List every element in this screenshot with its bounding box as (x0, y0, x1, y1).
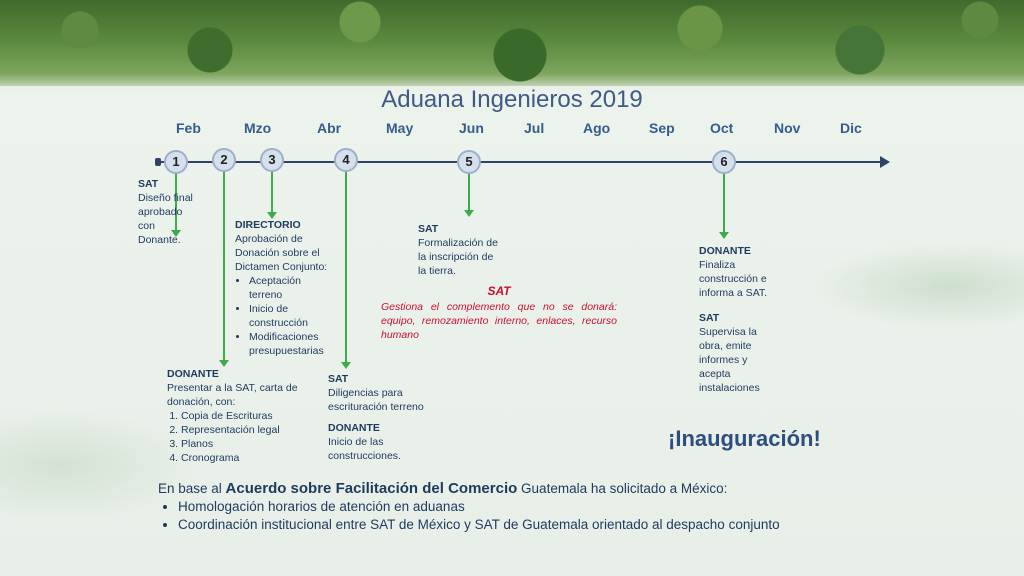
numbered-item: Copia de Escrituras (181, 409, 317, 423)
month-label: Nov (774, 120, 801, 136)
timeline-start-marker (155, 158, 161, 166)
milestone-circle: 6 (712, 150, 736, 174)
milestone-1-text: SAT Diseño final aprobado con Donante. (138, 177, 198, 247)
bullet-item: Inicio de construcción (249, 302, 335, 330)
box-heading: SAT (418, 223, 439, 235)
box-line: Formalización de (418, 237, 498, 249)
month-label: Dic (840, 120, 862, 136)
milestone-2-text: DONANTE Presentar a la SAT, carta de don… (167, 367, 317, 465)
month-label: Abr (317, 120, 342, 136)
connector-line (723, 174, 725, 234)
milestone-circle: 5 (457, 150, 481, 174)
box-line: Donante. (138, 234, 181, 246)
footer-text: En base al Acuerdo sobre Facilitación de… (158, 480, 858, 534)
footer-bullet: Coordinación institucional entre SAT de … (178, 516, 858, 534)
month-label: Jul (524, 120, 545, 136)
box-line: instalaciones (699, 382, 760, 394)
box-line: informes y (699, 354, 748, 366)
box-line: aprobado (138, 206, 183, 218)
connector-line (223, 172, 225, 362)
box-line: Diligencias para (328, 387, 403, 399)
milestone-5-text: SAT Formalización de la inscripción de l… (418, 222, 518, 278)
numbered-item: Planos (181, 437, 317, 451)
forest-banner (0, 0, 1024, 92)
box-line: construcción e (699, 273, 767, 285)
milestone-4-text: SAT Diligencias para escrituración terre… (328, 372, 448, 463)
box-line: informa a SAT. (699, 287, 768, 299)
box-heading: SAT (328, 373, 349, 385)
box-line: acepta (699, 368, 731, 380)
footer-pre: En base al (158, 481, 226, 496)
box-line: escrituración terreno (328, 401, 424, 413)
milestone-3-text: DIRECTORIO Aprobación de Donación sobre … (235, 218, 335, 358)
footer-agreement: Acuerdo sobre Facilitación del Comercio (225, 480, 518, 497)
box-line: la tierra. (418, 265, 456, 277)
box-line: Dictamen Conjunto: (235, 261, 328, 273)
box-heading: DIRECTORIO (235, 219, 301, 231)
connector-line (175, 170, 177, 232)
red-note-title: SAT (487, 284, 511, 298)
box-heading: DONANTE (167, 368, 219, 380)
box-heading: DONANTE (699, 245, 751, 257)
footer-post: Guatemala ha solicitado a México: (517, 481, 728, 496)
milestone-circle: 3 (260, 148, 284, 172)
box-line: la inscripción de (418, 251, 494, 263)
footer-bullet: Homologación horarios de atención en adu… (178, 498, 858, 516)
box-line: con (138, 220, 155, 232)
connector-line (271, 172, 273, 214)
box-line: Presentar a la SAT, carta de (167, 382, 298, 394)
month-label: Sep (649, 120, 675, 136)
arrow-down-icon (267, 212, 277, 219)
month-label: Feb (176, 120, 201, 136)
timeline-axis (157, 161, 883, 163)
arrow-down-icon (219, 360, 229, 367)
footer-lead: En base al Acuerdo sobre Facilitación de… (158, 480, 858, 498)
arrow-down-icon (341, 362, 351, 369)
box-line: Supervisa la (699, 326, 757, 338)
arrow-down-icon (464, 210, 474, 217)
connector-line (345, 172, 347, 364)
month-label: May (386, 120, 414, 136)
box-line: obra, emite (699, 340, 752, 352)
milestone-circle: 2 (212, 148, 236, 172)
box-line: Donación sobre el (235, 247, 320, 259)
month-label: Oct (710, 120, 734, 136)
month-label: Mzo (244, 120, 272, 136)
arrow-down-icon (171, 230, 181, 237)
numbered-item: Representación legal (181, 423, 317, 437)
red-note-text: Gestiona el complemento que no se donará… (381, 301, 617, 341)
bullet-item: Aceptación terreno (249, 274, 335, 302)
inauguration-label: ¡Inauguración! (668, 426, 821, 451)
box-heading: DONANTE (328, 422, 380, 434)
milestone-6-text: DONANTE Finaliza construcción e informa … (699, 244, 799, 395)
box-line: construcciones. (328, 450, 401, 462)
milestone-circle: 1 (164, 150, 188, 174)
connector-line (468, 174, 470, 212)
bullet-item: Modificaciones presupuestarias (249, 330, 335, 358)
box-line: Inicio de las (328, 436, 384, 448)
box-line: Diseño final (138, 192, 193, 204)
timeline-arrow-icon (880, 156, 890, 168)
box-line: Finaliza (699, 259, 736, 271)
box-heading: SAT (138, 178, 159, 190)
box-line: Aprobación de (235, 233, 303, 245)
milestone-circle: 4 (334, 148, 358, 172)
box-heading: SAT (699, 312, 720, 324)
numbered-item: Cronograma (181, 451, 317, 465)
arrow-down-icon (719, 232, 729, 239)
month-label: Ago (583, 120, 611, 136)
box-line: donación, con: (167, 396, 236, 408)
month-label: Jun (459, 120, 484, 136)
slide-title: Aduana Ingenieros 2019 (381, 86, 643, 113)
